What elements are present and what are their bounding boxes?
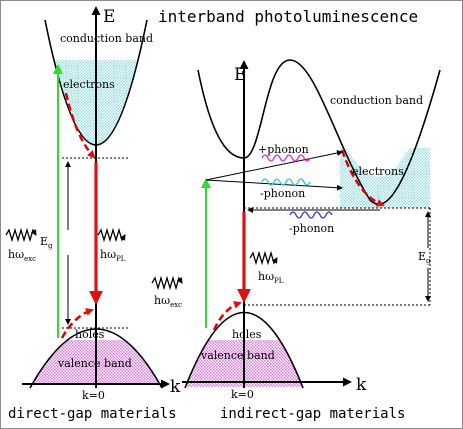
indirect-minus-phonon-path <box>205 179 343 191</box>
indirect-plus-phonon-wave <box>261 154 311 162</box>
direct-energy-axis-label: E <box>103 7 115 27</box>
indirect-gap-label: Eg <box>418 250 431 265</box>
indirect-minus-phonon-lower-label: -phonon <box>289 222 334 235</box>
indirect-minus-phonon-wave <box>261 178 311 186</box>
direct-k-axis-label: k <box>170 377 181 397</box>
indirect-conduction-band-label: conduction band <box>330 94 423 107</box>
indirect-excitation-label-sub: exc <box>170 301 182 309</box>
indirect-gap-panel: E k k=0 conduction band electrons holes … <box>151 59 441 422</box>
indirect-gap-caption: indirect-gap materials <box>220 406 405 422</box>
direct-conduction-band-label: conduction band <box>60 32 153 45</box>
indirect-lower-phonon-wave <box>289 211 333 219</box>
direct-emission-label: hωPL <box>100 248 126 263</box>
indirect-holes-label: holes <box>232 328 262 341</box>
indirect-emission-label: hωPL <box>258 270 284 285</box>
direct-excitation-label-main: hω <box>8 248 24 261</box>
direct-excitation-photon-wave <box>5 227 37 243</box>
indirect-k0-label: k=0 <box>231 388 254 401</box>
indirect-emission-label-main: hω <box>258 270 274 283</box>
direct-gap-label-main: E <box>40 235 48 248</box>
indirect-excitation-label-main: hω <box>154 294 170 307</box>
direct-gap-caption: direct-gap materials <box>8 406 177 422</box>
direct-gap-panel: E k k=0 conduction band electrons holes … <box>5 6 181 422</box>
indirect-energy-axis-label: E <box>234 65 246 85</box>
indirect-minus-phonon-label: -phonon <box>260 187 305 200</box>
direct-k0-label: k=0 <box>82 389 105 402</box>
indirect-hole-relaxation <box>212 300 242 331</box>
direct-emission-photon-wave <box>97 227 126 243</box>
indirect-gap-label-sub: g <box>426 257 431 265</box>
indirect-emission-photon-wave <box>249 250 278 266</box>
indirect-excitation-photon-wave <box>151 275 183 291</box>
direct-emission-label-main: hω <box>100 248 116 261</box>
direct-hole-relaxation <box>60 308 94 339</box>
direct-electrons-label: electrons <box>63 78 115 91</box>
direct-gap-label-sub: g <box>48 242 53 250</box>
indirect-excitation-label: hωexc <box>154 294 182 309</box>
indirect-conduction-band-curve <box>197 59 441 205</box>
indirect-electrons-label: electrons <box>352 165 404 178</box>
indirect-electrons-region <box>340 148 430 208</box>
direct-excitation-label-sub: exc <box>24 255 36 263</box>
direct-excitation-label: hωexc <box>8 248 36 263</box>
direct-valence-band-label: valence band <box>57 357 132 370</box>
direct-gap-label: Eg <box>40 235 53 250</box>
indirect-k-axis-label: k <box>356 375 367 395</box>
direct-emission-label-sub: PL <box>116 255 126 263</box>
indirect-emission-label-sub: PL <box>274 277 284 285</box>
indirect-valence-band-label: valence band <box>200 349 275 362</box>
indirect-gap-label-main: E <box>418 250 426 263</box>
indirect-plus-phonon-label: +phonon <box>258 143 309 156</box>
diagram-title: interband photoluminescence <box>158 7 418 26</box>
indirect-plus-phonon-path <box>205 150 343 181</box>
direct-conduction-band-label-text: conduction band <box>60 32 153 45</box>
direct-holes-label: holes <box>75 328 105 341</box>
